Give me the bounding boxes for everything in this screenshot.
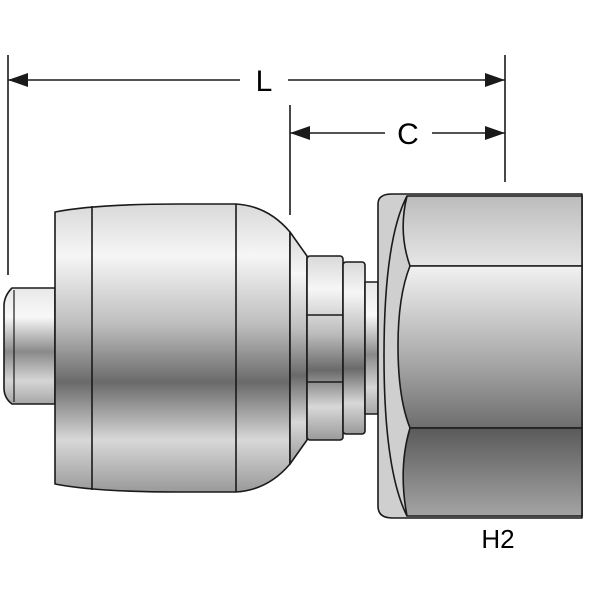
crimp-shell: [54, 203, 291, 493]
dimension-h2-label: H2: [481, 524, 514, 554]
swivel-nut-side-curve: [383, 195, 408, 517]
ferrule-hex: [306, 255, 344, 441]
arrowhead-c-right: [485, 126, 505, 140]
fitting: [3, 193, 583, 519]
dimension-c: [290, 126, 505, 140]
collar-ring: [289, 231, 308, 465]
arrowhead-l-left: [8, 73, 28, 87]
extension-lines: [7, 55, 506, 275]
step-ring: [342, 261, 366, 435]
arrowhead-l-right: [485, 73, 505, 87]
neck: [364, 281, 379, 415]
dimension-l: [8, 73, 505, 87]
arrowhead-c-left: [290, 126, 310, 140]
hose-stem: [3, 287, 56, 405]
dimension-l-label: L: [256, 65, 273, 98]
swivel-nut-face-bottom: [402, 427, 583, 517]
swivel-nut-face-middle: [397, 265, 583, 429]
swivel-nut-face-top: [402, 195, 583, 267]
dimension-c-label: C: [397, 118, 419, 151]
